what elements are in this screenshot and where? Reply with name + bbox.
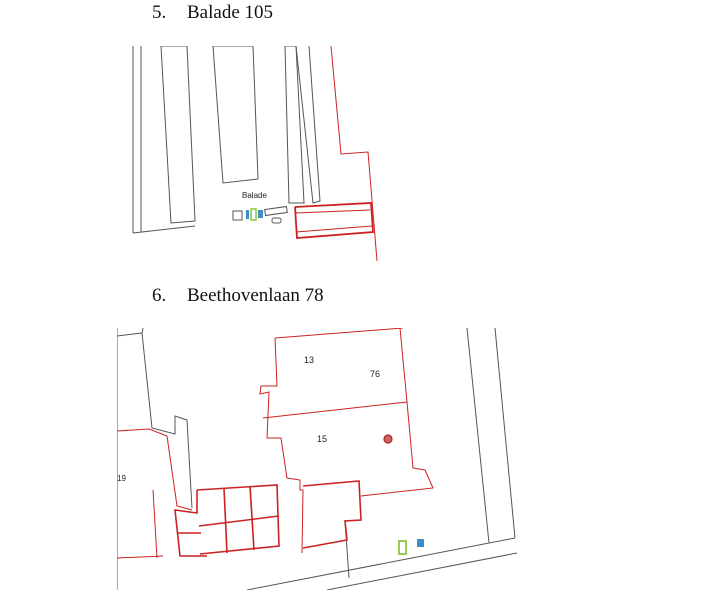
parcel-line (132, 225, 196, 234)
parcel-highlight (174, 490, 207, 557)
small-building (232, 210, 243, 221)
parcel-line (141, 332, 193, 509)
building-outline (284, 46, 305, 204)
parcel-highlight-line (330, 46, 378, 261)
parcel-line (494, 328, 516, 539)
section-number: 5. (152, 2, 167, 23)
parcel-highlight (302, 480, 362, 549)
building-outline (212, 46, 259, 184)
parcel-line (117, 328, 144, 337)
blue-marker-icon (417, 539, 424, 547)
map-balade-105: Balade (132, 46, 378, 261)
parcel-highlight-line (295, 225, 373, 233)
street-label: Balade (242, 191, 267, 200)
parcel-highlight-line (294, 209, 371, 214)
location-marker-icon (383, 434, 393, 444)
map-beethovenlaan-78: 13 76 15 19 (117, 328, 517, 590)
road-edge (326, 552, 517, 590)
parcel-highlight-line (262, 401, 408, 419)
lot-number-label: 15 (317, 434, 327, 444)
blue-marker-icon (258, 210, 263, 218)
small-building (271, 217, 282, 224)
parcel-highlight (196, 484, 280, 555)
building-outline (160, 46, 196, 224)
lot-number-label: 13 (304, 355, 314, 365)
green-marker-icon (250, 208, 257, 221)
parcel-highlight-line (117, 428, 193, 511)
parcel-highlight-line (259, 337, 304, 554)
parcel-line (466, 328, 490, 544)
lot-number-label: 76 (370, 369, 380, 379)
parcel-highlight (294, 202, 374, 239)
parcel-highlight-line (360, 328, 434, 497)
green-marker-icon (398, 540, 407, 555)
blue-marker-icon (246, 210, 249, 219)
parcel-highlight (198, 515, 280, 527)
lot-number-label: 19 (117, 474, 126, 483)
road-edge (246, 537, 516, 590)
parcel-line (295, 46, 321, 204)
small-building (264, 205, 288, 217)
section-title: Balade 105 (187, 2, 274, 23)
parcel-highlight (223, 487, 228, 554)
parcel-highlight-line (152, 489, 158, 559)
parcel-highlight (249, 485, 255, 551)
parcel-highlight-line (117, 555, 164, 559)
section-title: Beethovenlaan 78 (187, 285, 324, 306)
parcel-highlight-line (274, 328, 404, 339)
section-number: 6. (152, 285, 167, 306)
